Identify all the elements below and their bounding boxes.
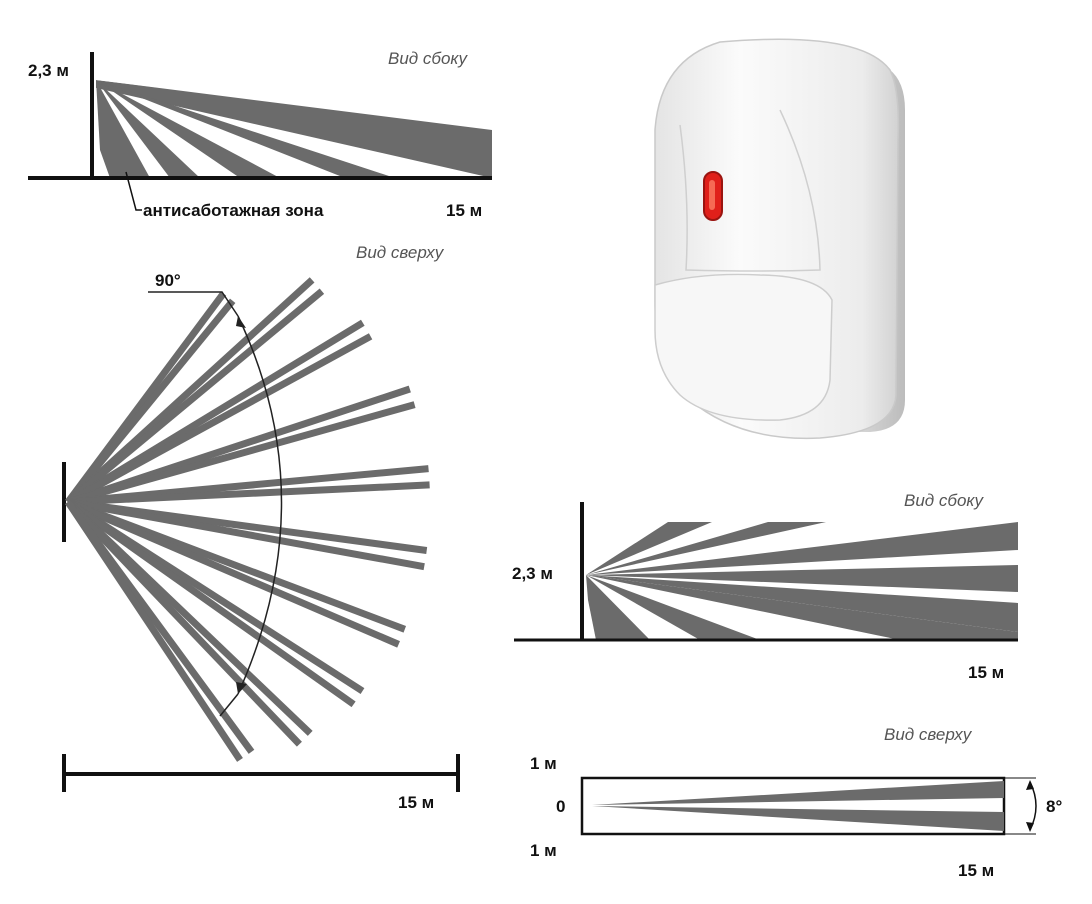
motion-sensor-device [654,38,905,440]
fan-beam [65,288,325,505]
top-view-narrow-panel: Вид сверху 1 м 0 1 м 8° 15 м [530,725,1062,880]
anti-sabotage-zone [586,575,650,640]
side-view-wide-beams [96,80,492,178]
beam-band [586,522,712,575]
side-view-wide-title: Вид сбоку [388,49,468,68]
arc-arrowhead [236,682,247,694]
angle-arc [237,315,283,695]
top-view-wide-panel: Вид сверху 90° 15 м [62,243,460,812]
arc-arrowhead [1026,822,1034,832]
distance-label: 15 м [398,793,434,812]
top-view-narrow-beams [592,781,1004,831]
side-view-narrow-panel: Вид сбоку 2,3 м 15 м [512,491,1018,682]
top-view-fan-beams [65,277,430,762]
beam-band [96,80,280,178]
angle-label: 8° [1046,797,1062,816]
beam-band [586,575,760,640]
height-label: 2,3 м [28,61,69,80]
fan-beam [65,499,356,708]
anti-sabotage-zone [96,80,150,178]
distance-label: 15 м [958,861,994,880]
arc-arrowhead [236,316,246,328]
fan-beam [65,298,236,505]
angle-pointer [148,291,239,317]
beam-band [592,806,1004,831]
side-view-wide-panel: Вид сбоку 2,3 м 15 м антисаботажная зона [28,49,492,220]
fan-beam [66,498,400,648]
anti-sabotage-pointer [125,171,142,211]
height-label: 2,3 м [512,564,553,583]
fan-beam [67,481,430,506]
beam-band [586,522,1018,575]
fan-beam [67,401,416,506]
fan-beam [67,498,425,571]
angle-label: 90° [155,271,181,290]
beam-band [96,80,395,178]
fan-beam [65,500,243,762]
beam-band [586,522,826,575]
fan-beam [66,333,373,506]
side-view-narrow-beams [586,522,1018,640]
top-view-narrow-title: Вид сверху [884,725,973,744]
beam-band [592,781,1004,805]
center-label: 0 [556,797,565,816]
beam-band [586,575,1018,640]
top-view-wide-title: Вид сверху [356,243,445,262]
beam-band [96,80,200,178]
beam-band [586,565,1018,592]
distance-label: 15 м [446,201,482,220]
arc-arrowhead [1026,780,1034,790]
distance-label: 15 м [968,663,1004,682]
fan-beam [65,499,302,747]
side-view-narrow-title: Вид сбоку [904,491,984,510]
width-top-label: 1 м [530,754,557,773]
width-bottom-label: 1 м [530,841,557,860]
angle-pointer [219,693,239,717]
anti-sabotage-label: антисаботажная зона [143,201,324,220]
beam-band [96,80,492,178]
